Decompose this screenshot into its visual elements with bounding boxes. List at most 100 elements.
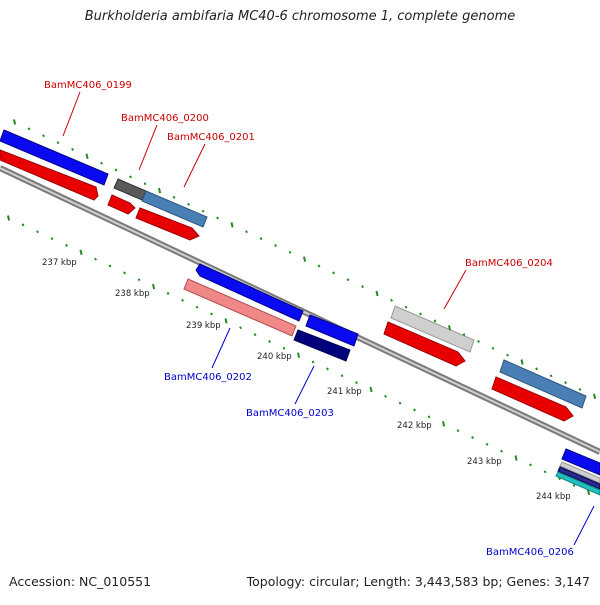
tick-lower: [123, 271, 126, 275]
leader-0200: [138, 124, 158, 171]
tick-lower: [297, 352, 301, 358]
tick-lower: [282, 346, 286, 350]
tick-upper: [535, 367, 538, 371]
feature-red-0200[interactable]: [107, 194, 136, 215]
leader-0201: [183, 143, 206, 188]
tick-marks: [7, 119, 597, 496]
feature-steel-0201[interactable]: [141, 190, 208, 228]
tick-lower: [7, 215, 11, 221]
tick-lower: [253, 333, 257, 337]
tick-upper: [404, 305, 408, 309]
tick-upper: [201, 209, 205, 213]
tick-upper: [564, 381, 567, 385]
feature-navy-0206[interactable]: [557, 466, 600, 490]
feature-steel-0205[interactable]: [499, 359, 587, 409]
tick-lower: [108, 264, 112, 268]
tick-upper: [216, 216, 219, 220]
feature-blue-0199[interactable]: [0, 129, 109, 186]
genome-summary-text: Topology: circular; Length: 3,443,583 bp…: [246, 574, 590, 589]
tick-upper: [274, 244, 277, 247]
tick-upper: [245, 230, 248, 234]
feature-red-0201[interactable]: [135, 207, 200, 241]
leader-0204: [443, 269, 467, 310]
tick-upper: [462, 333, 466, 337]
feature-lightgrey-0204[interactable]: [390, 305, 475, 353]
feature-grey-0200[interactable]: [113, 178, 147, 201]
tick-upper: [578, 388, 582, 391]
tick-upper: [143, 182, 147, 186]
kbp-label-238: 238 kbp: [115, 289, 150, 299]
feature-red-0204[interactable]: [383, 321, 466, 367]
tick-upper: [42, 134, 45, 138]
tick-lower: [50, 237, 54, 241]
tick-upper: [129, 175, 132, 179]
tick-lower: [326, 367, 329, 371]
leader-0199: [62, 91, 81, 137]
tick-lower: [398, 401, 402, 405]
tick-lower: [195, 305, 199, 309]
gene-label-0204[interactable]: BamMC406_0204: [465, 258, 553, 269]
tick-lower: [21, 223, 25, 227]
tick-lower: [456, 429, 460, 433]
tick-lower: [427, 415, 431, 419]
tick-lower: [384, 394, 387, 398]
tick-lower: [239, 326, 242, 330]
tick-lower: [340, 374, 344, 378]
tick-lower: [152, 283, 156, 290]
gene-label-0203[interactable]: BamMC406_0203: [246, 408, 334, 419]
feature-blue-0206[interactable]: [561, 448, 600, 476]
tick-lower: [572, 484, 576, 487]
tick-lower: [471, 436, 474, 439]
kbp-label-241: 241 kbp: [327, 387, 362, 397]
tick-lower: [543, 470, 547, 474]
tick-lower: [485, 442, 489, 446]
tick-lower: [137, 278, 141, 282]
tick-upper: [85, 153, 89, 160]
feature-navy-0203[interactable]: [293, 329, 351, 362]
tick-upper: [100, 161, 103, 165]
feature-red-0199[interactable]: [0, 149, 99, 201]
tick-upper: [288, 250, 292, 254]
tick-lower: [65, 243, 68, 247]
gene-label-0202[interactable]: BamMC406_0202: [164, 372, 252, 383]
leader-lines: [62, 91, 595, 546]
kbp-label-237: 237 kbp: [42, 258, 77, 268]
kbp-label-243: 243 kbp: [467, 457, 502, 467]
tick-upper: [259, 237, 263, 241]
leader-0206: [573, 505, 595, 546]
gene-label-0206[interactable]: BamMC406_0206: [486, 547, 574, 558]
tick-upper: [71, 147, 74, 151]
tick-upper: [549, 374, 553, 378]
tick-lower: [36, 230, 39, 234]
tick-lower: [514, 455, 518, 461]
feature-blue-0203[interactable]: [305, 314, 359, 347]
features: [0, 129, 600, 496]
tick-upper: [172, 195, 176, 199]
feature-teal-0206[interactable]: [555, 471, 600, 496]
tick-lower: [268, 340, 271, 343]
gene-label-0200[interactable]: BamMC406_0200: [121, 113, 209, 124]
tick-lower: [166, 291, 170, 295]
kbp-label-239: 239 kbp: [186, 321, 221, 331]
tick-upper: [491, 346, 495, 350]
genome-title: Burkholderia ambifaria MC40-6 chromosome…: [84, 9, 516, 24]
leader-0202: [211, 327, 231, 369]
tick-upper: [477, 340, 480, 343]
tick-lower: [369, 386, 373, 393]
feature-lightred-0202[interactable]: [183, 278, 297, 337]
tick-upper: [448, 325, 452, 331]
gene-label-0201[interactable]: BamMC406_0201: [167, 132, 255, 143]
tick-upper: [375, 290, 379, 297]
feature-red-0205[interactable]: [491, 376, 574, 422]
tick-upper: [158, 187, 162, 194]
kbp-label-240: 240 kbp: [257, 352, 292, 362]
tick-lower: [500, 449, 503, 453]
tick-upper: [346, 278, 350, 282]
tick-upper: [13, 119, 17, 125]
feature-blue-0202[interactable]: [195, 263, 304, 322]
gene-label-0199[interactable]: BamMC406_0199: [44, 80, 132, 91]
feature-lightgrey-0206[interactable]: [559, 461, 600, 484]
tick-lower: [224, 318, 228, 324]
